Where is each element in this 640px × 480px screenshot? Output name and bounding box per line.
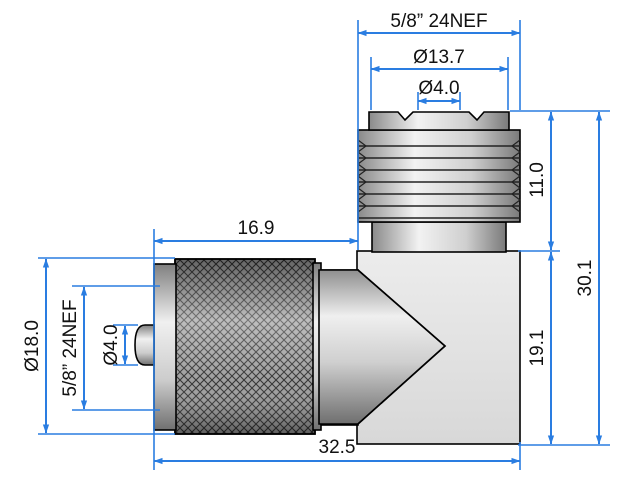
left-length-label: 16.9 <box>238 218 275 239</box>
body-height-label: 19.1 <box>527 330 548 367</box>
top-neck <box>371 221 507 253</box>
left-pin-diameter-label: Ø4.0 <box>101 324 122 365</box>
top-outer-diameter-label: Ø13.7 <box>413 47 465 68</box>
connector-body <box>134 111 521 445</box>
overall-width-label: 32.5 <box>319 437 356 458</box>
top-thread-label: 5/8” 24NEF <box>390 11 487 32</box>
left-thread-label: 5/8” 24NEF <box>60 299 81 396</box>
top-thread <box>357 129 521 223</box>
dimension-labels: 5/8” 24NEF Ø13.7 Ø4.0 16.9 32.5 11.0 19.… <box>22 11 596 458</box>
left-sleeve <box>153 263 177 431</box>
dimension-lines <box>42 29 603 465</box>
extension-lines <box>38 20 610 470</box>
overall-height-label: 30.1 <box>575 260 596 297</box>
left-overall-diameter-label: Ø18.0 <box>22 320 43 372</box>
top-cap <box>368 111 510 131</box>
knurled-nut <box>174 258 316 435</box>
left-center-pin <box>134 324 155 366</box>
top-pin-diameter-label: Ø4.0 <box>418 78 459 99</box>
top-height-label: 11.0 <box>527 162 548 198</box>
